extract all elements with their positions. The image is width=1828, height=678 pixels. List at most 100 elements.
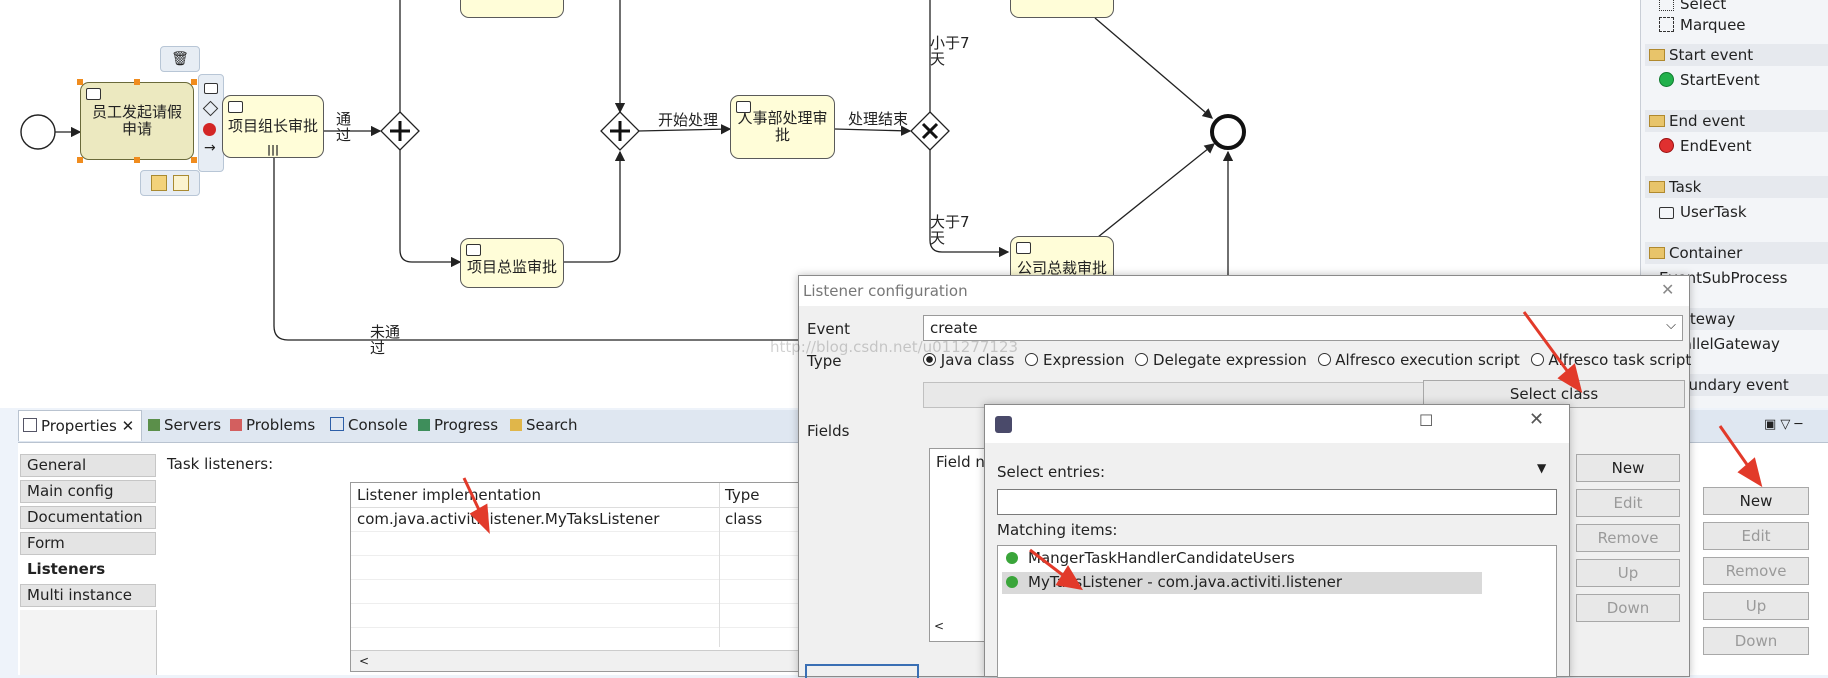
close-icon[interactable]: ✕ (121, 417, 135, 435)
event-select[interactable]: create ⌵ (923, 315, 1683, 341)
item-text: MyTaksListener - com.java.activiti.liste… (1028, 573, 1343, 591)
side-tab-main-config[interactable]: Main config (20, 480, 156, 503)
column-header-type[interactable]: Type (725, 486, 760, 504)
task-employee-request[interactable]: 员工发起请假申请 (80, 82, 194, 160)
task-label: 员工发起请假申请 (91, 103, 182, 138)
exclusive-gateway[interactable] (910, 111, 950, 151)
class-name-field[interactable] (923, 382, 1425, 408)
maximize-icon[interactable]: ☐ (1419, 411, 1434, 430)
sequence-flows (20, 0, 1246, 408)
delete-icon[interactable]: 🗑 (160, 46, 200, 72)
matching-items-list: MangerTaskHandlerCandidateUsers MyTaksLi… (997, 545, 1557, 678)
radio-alfresco-task-script[interactable]: Alfresco task script (1530, 351, 1691, 369)
user-task-icon (86, 88, 101, 100)
field-new-button[interactable]: New (1576, 454, 1680, 482)
type-radio-group: Java class Expression Delegate expressio… (923, 348, 1691, 372)
list-item[interactable]: MangerTaskHandlerCandidateUsers (1002, 548, 1482, 570)
tab-progress[interactable]: Progress (418, 410, 498, 440)
field-column-header[interactable]: Field n (936, 453, 985, 471)
palette-item-select[interactable]: Select (1659, 0, 1726, 14)
listener-type-cell: class (725, 510, 763, 528)
resize-handle[interactable] (77, 157, 83, 163)
parallel-gateway-split[interactable] (380, 111, 420, 151)
radio-delegate-expression[interactable]: Delegate expression (1135, 351, 1307, 369)
resize-handle[interactable] (134, 157, 140, 163)
scroll-left-icon[interactable]: < (934, 619, 945, 633)
resize-handle[interactable] (191, 157, 197, 163)
table-row[interactable] (351, 603, 811, 628)
side-tab-documentation[interactable]: Documentation (20, 506, 156, 529)
column-header-impl[interactable]: Listener implementation (357, 486, 541, 504)
task-project-leader[interactable]: 项目组长审批 ||| (222, 95, 324, 158)
start-event[interactable] (20, 114, 56, 150)
palette-item-user-task[interactable]: UserTask (1659, 202, 1747, 222)
console-icon (330, 417, 344, 431)
properties-icon[interactable] (173, 175, 189, 191)
palette-item-event-subprocess[interactable]: EventSubProcess (1659, 269, 1788, 287)
append-gateway-icon[interactable] (202, 100, 219, 117)
radio-java-class[interactable]: Java class (923, 351, 1014, 369)
task-partial-top-left[interactable] (460, 0, 564, 18)
append-task-icon[interactable] (204, 83, 218, 94)
field-remove-button[interactable]: Remove (1576, 524, 1680, 552)
tab-console[interactable]: Console (330, 410, 408, 440)
append-end-event-icon[interactable] (203, 123, 216, 136)
task-project-director[interactable]: 项目总监审批 (460, 238, 564, 288)
tab-search[interactable]: Search (510, 410, 578, 440)
palette-group-task[interactable]: Task (1645, 176, 1828, 198)
parallel-gateway-join[interactable] (600, 111, 640, 151)
listener-new-button[interactable]: New (1703, 487, 1809, 515)
tab-properties[interactable]: Properties ✕ (18, 410, 142, 441)
field-down-button[interactable]: Down (1576, 594, 1680, 622)
side-tab-multi-instance[interactable]: Multi instance (20, 584, 156, 607)
tab-problems[interactable]: Problems (230, 410, 315, 440)
side-tab-listeners[interactable]: Listeners (20, 558, 156, 581)
user-task-icon (466, 244, 481, 256)
radio-expression[interactable]: Expression (1025, 351, 1124, 369)
close-icon[interactable]: ✕ (1661, 280, 1675, 299)
listener-down-button[interactable]: Down (1703, 627, 1809, 655)
tab-servers[interactable]: Servers (148, 410, 221, 440)
task-hr-approval[interactable]: 人事部处理审批 (730, 95, 835, 159)
side-tab-general[interactable]: General (20, 454, 156, 477)
fields-label: Fields (807, 422, 850, 440)
user-task-icon (1016, 242, 1031, 254)
flow-label-more-7: 大于7天 (930, 213, 970, 247)
field-edit-button[interactable]: Edit (1576, 489, 1680, 517)
ok-button[interactable] (805, 664, 919, 678)
palette-group-container[interactable]: Container (1645, 242, 1828, 264)
palette-item-marquee[interactable]: Marquee (1659, 15, 1746, 35)
table-row[interactable]: com.java.activiti.listener.MyTaksListene… (351, 507, 811, 532)
folder-icon (1649, 49, 1665, 61)
list-item[interactable]: MyTaksListener - com.java.activiti.liste… (1002, 572, 1482, 594)
search-input[interactable] (997, 489, 1557, 515)
side-tab-form[interactable]: Form (20, 532, 156, 555)
palette-item-end-event[interactable]: EndEvent (1659, 136, 1751, 156)
table-row[interactable] (351, 579, 811, 604)
resize-handle[interactable] (77, 79, 83, 85)
class-icon (1006, 552, 1018, 564)
radio-alfresco-execution-script[interactable]: Alfresco execution script (1317, 351, 1520, 369)
connect-arrow-icon[interactable]: → (204, 140, 216, 156)
horizontal-scrollbar[interactable]: < (351, 650, 811, 671)
resize-handle[interactable] (134, 79, 140, 85)
close-icon[interactable]: ✕ (1529, 409, 1545, 430)
view-menu-icons[interactable]: ▣ ▽ ─ (1764, 417, 1803, 432)
listener-remove-button[interactable]: Remove (1703, 557, 1809, 585)
palette-group-boundary-event[interactable]: Boundary event (1645, 374, 1828, 396)
resize-handle[interactable] (191, 79, 197, 85)
palette-item-start-event[interactable]: StartEvent (1659, 70, 1760, 90)
end-event[interactable] (1210, 114, 1246, 150)
task-partial-top-right[interactable] (1010, 0, 1114, 18)
field-up-button[interactable]: Up (1576, 559, 1680, 587)
select-entries-dialog: ☐ ✕ Select entries: ▼ Matching items: Ma… (984, 404, 1570, 678)
listener-up-button[interactable]: Up (1703, 592, 1809, 620)
palette-group-start-event[interactable]: Start event (1645, 44, 1828, 66)
table-row[interactable] (351, 531, 811, 556)
palette-group-end-event[interactable]: End event (1645, 110, 1828, 132)
table-row[interactable] (351, 555, 811, 580)
edit-icon[interactable] (151, 175, 167, 191)
menu-down-icon[interactable]: ▼ (1537, 461, 1547, 475)
listener-edit-button[interactable]: Edit (1703, 522, 1809, 550)
flow-label-handle-end: 处理结束 (848, 110, 909, 128)
